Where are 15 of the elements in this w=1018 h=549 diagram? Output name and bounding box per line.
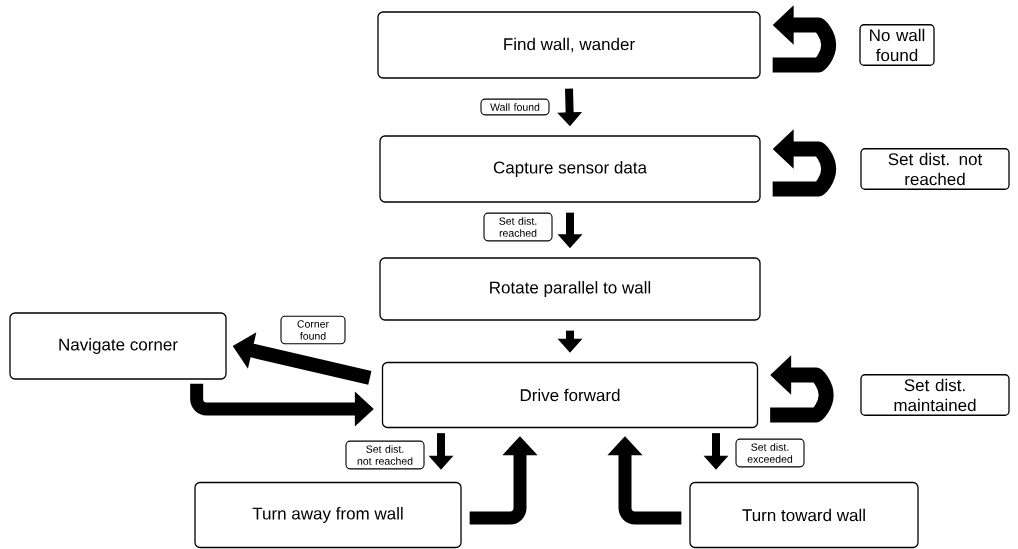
state-box: Rotate parallel to wall <box>379 257 761 321</box>
edge-label: Wall found <box>480 98 550 116</box>
state-box: Turn toward wall <box>689 481 919 549</box>
edge-label: Set dist. maintained <box>860 374 1010 416</box>
edge-label: Set dist. not reached <box>345 440 425 470</box>
state-box: Find wall, wander <box>377 11 761 79</box>
edge-label: Set dist. exceeded <box>735 438 805 468</box>
state-box: Capture sensor data <box>379 135 761 203</box>
state-box: Drive forward <box>381 361 759 429</box>
edge-label: Set dist. reached <box>483 212 553 242</box>
edge-label: Set dist. not reached <box>860 148 1010 190</box>
edge-label: Corner found <box>280 315 346 345</box>
edge-label: No wall found <box>859 24 935 66</box>
state-box: Turn away from wall <box>194 481 462 549</box>
state-box: Navigate corner <box>9 312 227 380</box>
